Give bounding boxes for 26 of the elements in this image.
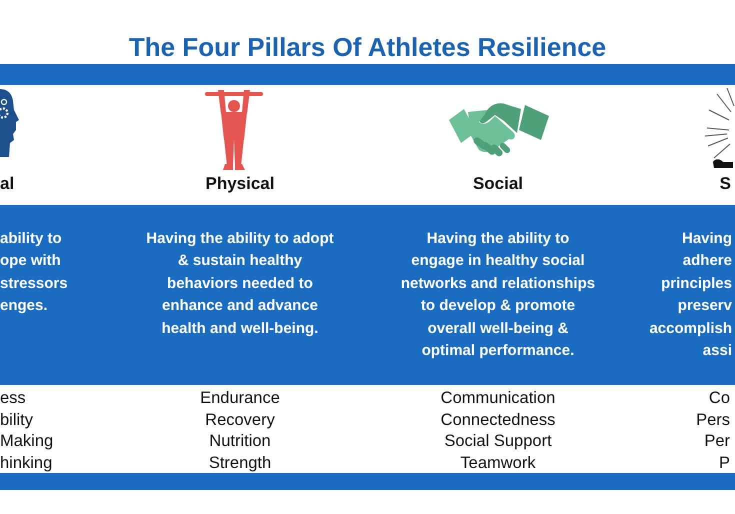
- keyword-text: ess: [0, 388, 26, 408]
- keyword-text: Recovery: [205, 410, 275, 430]
- keyword-text: Per: [704, 431, 730, 452]
- keyword-text: Connectedness: [440, 410, 556, 430]
- description-text: Having the ability to adopt & sustain healthy behaviors needed to enhance and advance health and well-being.: [146, 229, 334, 339]
- description-band: [0, 205, 735, 385]
- keyword-text: Communication: [440, 388, 556, 408]
- keyword-text: hinking: [0, 453, 52, 474]
- pillar-heading: al: [0, 174, 14, 194]
- description-text: Having the ability to engage in healthy social networks and relationships to develop & promote overall well-being & optimal performance.: [400, 229, 596, 362]
- keyword-text: Pers: [696, 410, 730, 430]
- pillar-heading: Physical: [206, 174, 274, 194]
- pillar-heading: S: [720, 174, 731, 194]
- pillar-heading: Social: [472, 174, 524, 194]
- keyword-text: P: [718, 453, 730, 474]
- keyword-text: bility: [0, 410, 34, 430]
- description-text: Having adhere principles preserv accomplish assi: [649, 229, 732, 362]
- keyword-text: Making: [0, 431, 54, 452]
- keyword-text: Social Support: [444, 431, 552, 452]
- title: The Four Pillars Of Athletes Resilience: [128, 31, 608, 63]
- description-text: ability to ope with stressors enges.: [0, 229, 68, 316]
- keyword-text: Co: [708, 388, 730, 408]
- keyword-text: Teamwork: [460, 453, 536, 474]
- keyword-text: Nutrition: [209, 431, 271, 452]
- keyword-text: Strength: [208, 453, 272, 474]
- keyword-text: Endurance: [200, 388, 280, 408]
